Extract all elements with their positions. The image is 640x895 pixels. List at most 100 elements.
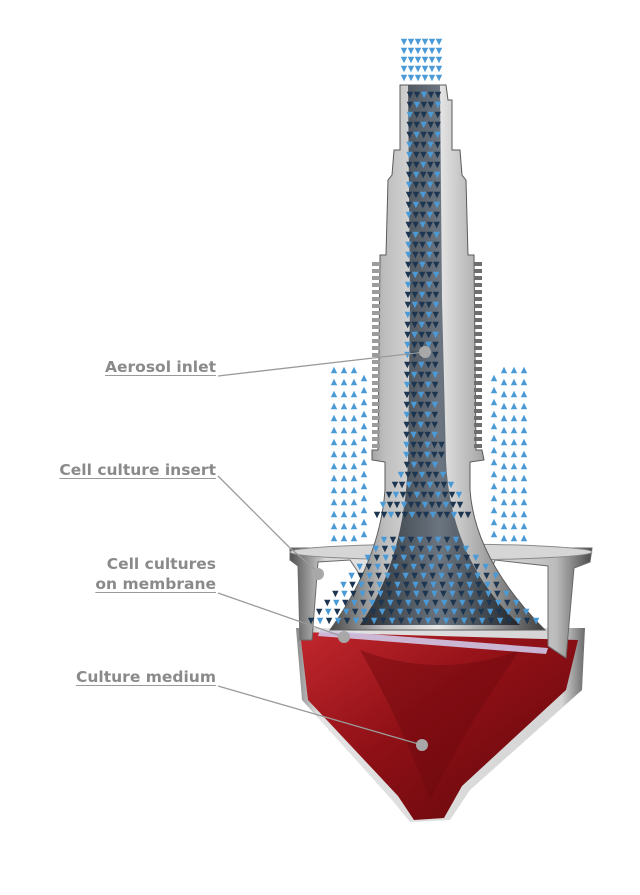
flow-arrow (490, 494, 498, 502)
flow-arrow (510, 510, 518, 518)
flow-arrow (407, 47, 415, 55)
flow-arrow (404, 311, 411, 319)
flow-arrow (520, 510, 528, 518)
flow-arrow (438, 441, 445, 449)
flow-arrow (407, 501, 415, 509)
flow-arrow (435, 47, 443, 55)
flow-arrow (523, 608, 530, 616)
flow-arrow (330, 462, 338, 470)
flow-arrow (384, 572, 391, 580)
flow-arrow (431, 590, 438, 598)
flow-arrow (334, 608, 341, 616)
flow-arrow (406, 141, 413, 149)
flow-arrow (532, 617, 540, 625)
flow-arrow (316, 617, 324, 625)
flow-arrow (411, 371, 418, 379)
flow-arrow (356, 563, 363, 571)
flow-arrow (385, 581, 392, 589)
flow-arrow (510, 534, 518, 542)
flow-arrow (412, 271, 419, 279)
flow-arrow (325, 617, 333, 625)
flow-arrow (500, 498, 508, 506)
flow-arrow (490, 458, 498, 466)
flow-arrow (419, 201, 427, 209)
culture-medium (300, 632, 578, 820)
flow-arrow (464, 511, 472, 519)
flow-arrow (350, 534, 358, 542)
flow-arrow (411, 281, 419, 289)
flow-arrow (404, 471, 412, 479)
flow-arrow (407, 38, 415, 46)
flow-arrow (433, 201, 441, 209)
flow-arrow (490, 422, 498, 430)
flow-arrow (427, 171, 434, 179)
flow-arrow (427, 554, 434, 562)
flow-arrow (420, 161, 427, 169)
flow-arrow (402, 572, 409, 580)
flow-arrow (427, 111, 434, 119)
thread-ridge (474, 339, 482, 343)
flow-arrow (426, 481, 434, 489)
flow-arrow (350, 590, 357, 598)
flow-arrow (350, 522, 358, 530)
flow-arrow (400, 501, 408, 509)
flow-arrow (350, 390, 358, 398)
flow-arrow (432, 471, 440, 479)
flow-arrow (426, 201, 434, 209)
flow-arrow (523, 617, 531, 625)
flow-arrow (420, 101, 428, 109)
flow-arrow (352, 617, 360, 625)
flow-arrow (400, 38, 408, 46)
flow-arrow (496, 608, 503, 616)
flow-arrow (425, 471, 433, 479)
flow-arrow (413, 590, 420, 598)
flow-arrow (496, 617, 504, 625)
flow-arrow (330, 450, 338, 458)
flow-arrow (419, 221, 426, 229)
flow-arrow (404, 281, 412, 289)
thread-ridge (372, 339, 380, 343)
flow-arrow (449, 590, 456, 598)
flow-arrow (510, 390, 518, 398)
flow-arrow (510, 438, 518, 446)
flow-arrow (431, 451, 438, 459)
flow-arrow (441, 599, 448, 607)
flow-arrow (407, 74, 415, 82)
flow-arrow (330, 486, 338, 494)
flow-arrow (431, 381, 439, 389)
flow-arrow (425, 301, 433, 309)
flow-arrow (350, 450, 358, 458)
flow-arrow (423, 599, 430, 607)
flow-arrow (405, 261, 412, 269)
flow-arrow (419, 251, 426, 259)
flow-arrow (426, 211, 433, 219)
flow-arrow (408, 545, 416, 553)
label-cell-cultures-on-membrane: Cell cultures on membrane (95, 555, 216, 593)
flow-arrow (350, 498, 358, 506)
flow-arrow (429, 572, 436, 580)
flow-arrow (460, 608, 467, 616)
flow-arrow (433, 608, 440, 616)
anchor-dot (338, 631, 350, 643)
flow-arrow (333, 599, 340, 607)
flow-arrow (490, 518, 498, 526)
membrane (318, 630, 548, 654)
flow-arrow (432, 301, 440, 309)
flow-arrow (520, 426, 528, 434)
flow-arrow (396, 599, 403, 607)
flow-arrow (352, 608, 359, 616)
flow-arrow (368, 590, 375, 598)
flow-arrow (490, 434, 498, 442)
flow-arrow (420, 111, 427, 119)
thread-ridge (372, 318, 380, 322)
flow-arrow (414, 56, 422, 64)
flow-arrow (417, 391, 425, 399)
thread-ridge (372, 311, 380, 315)
thread-ridges (372, 262, 482, 448)
flow-arrow (452, 536, 460, 544)
flow-arrow (469, 608, 476, 616)
flow-arrow (472, 554, 479, 562)
aerosol-flow-arrows (307, 38, 540, 625)
flow-arrow (412, 241, 419, 249)
flow-arrow (413, 491, 421, 499)
